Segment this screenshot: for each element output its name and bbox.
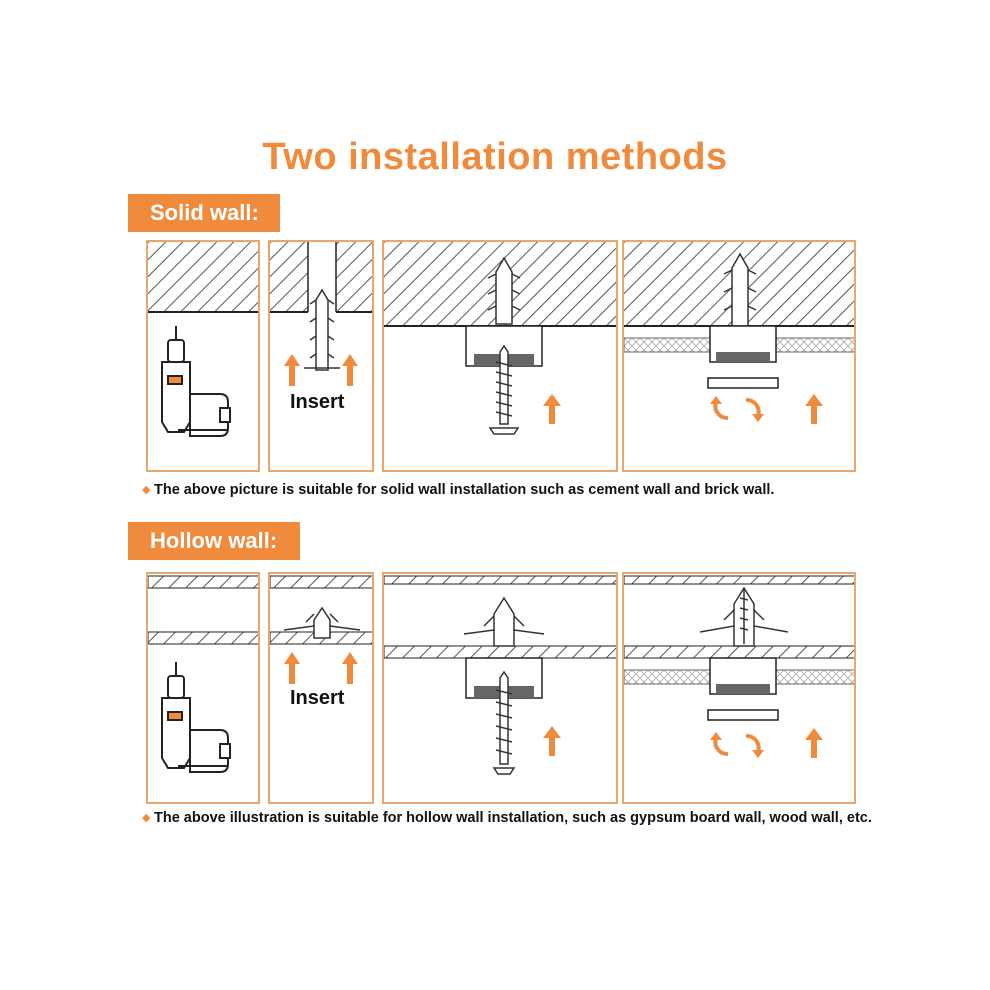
solid-wall-note-text: The above picture is suitable for solid … <box>154 482 775 498</box>
hollow-wall-note-text: The above illustration is suitable for h… <box>154 810 872 826</box>
anchor-icon <box>283 606 361 639</box>
hollow-step-insert-panel: Insert <box>268 572 374 804</box>
rotate-icon <box>710 732 764 758</box>
hollow-step-tighten-panel <box>622 572 856 804</box>
solid-wall-note: ◆The above picture is suitable for solid… <box>142 480 882 501</box>
solid-insert-label: Insert <box>290 391 345 413</box>
hollow-wall-tag: Hollow wall: <box>128 522 300 560</box>
screw-icon <box>488 344 520 435</box>
anchor-icon <box>487 256 521 325</box>
diamond-bullet-icon: ◆ <box>142 484 151 496</box>
diamond-bullet-icon: ◆ <box>142 812 151 824</box>
rotate-icon <box>710 396 764 422</box>
solid-step-insert-panel: Insert <box>268 240 374 472</box>
solid-step-screw-panel <box>382 240 618 472</box>
hollow-wall-note: ◆The above illustration is suitable for … <box>142 808 882 829</box>
drill-icon <box>161 326 231 437</box>
hollow-wall-label: Hollow wall: <box>150 528 278 553</box>
drill-icon <box>161 662 231 773</box>
arrow-up-icon <box>805 728 823 758</box>
solid-wall-label: Solid wall: <box>150 200 259 225</box>
anchor-icon <box>699 586 789 647</box>
anchor-icon <box>304 288 340 371</box>
screw-icon <box>492 670 516 775</box>
solid-step-tighten-panel <box>622 240 856 472</box>
hollow-step-drill-panel <box>146 572 260 804</box>
page-title: Two installation methods <box>262 136 728 178</box>
arrow-up-icon <box>805 394 823 424</box>
hollow-insert-label: Insert <box>290 687 345 709</box>
arrow-up-icon <box>284 652 358 684</box>
arrow-up-icon <box>543 394 561 424</box>
arrow-up-icon <box>284 354 358 386</box>
anchor-icon <box>723 252 757 327</box>
anchor-icon <box>463 596 545 647</box>
solid-step-drill-panel <box>146 240 260 472</box>
solid-wall-tag: Solid wall: <box>128 194 280 232</box>
hollow-step-screw-panel <box>382 572 618 804</box>
arrow-up-icon <box>543 726 561 756</box>
